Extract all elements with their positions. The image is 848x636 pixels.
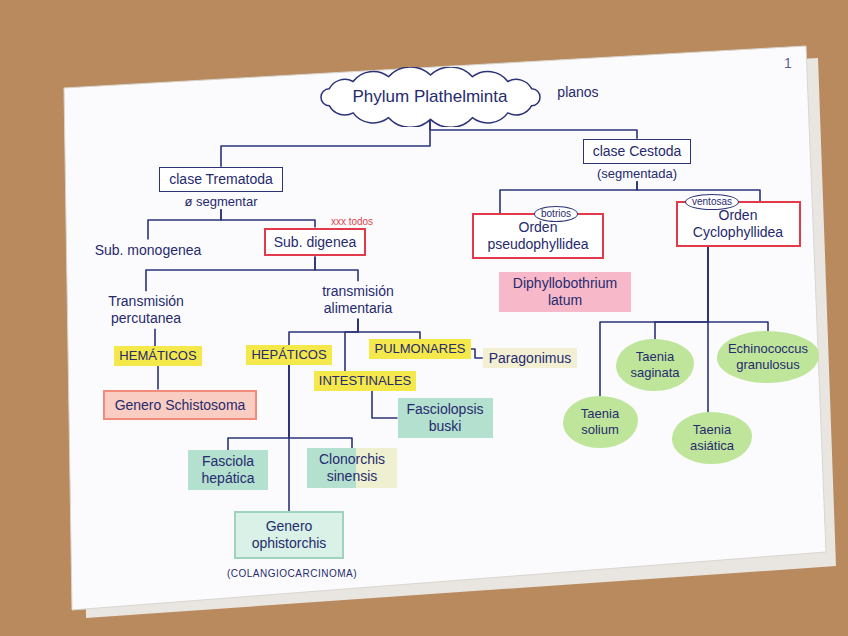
group-highlight: HEMÁTICOS [114, 346, 201, 366]
cloud-node: Phylum Plathelminta [313, 67, 548, 127]
connector-line [288, 365, 290, 511]
genus-highlight: Paragonimus [483, 348, 578, 369]
species-name: Fasciola hepática [188, 450, 268, 490]
note-text: planos [557, 84, 598, 101]
genus-name: Paragonimus [483, 348, 578, 369]
connector-line [358, 319, 420, 339]
subclass-name: Sub. monogenea [93, 240, 204, 261]
genus-name: Genero ophistorchis [234, 511, 344, 559]
page-number: 1 [784, 55, 792, 72]
transmission-label: transmisión alimentaria [311, 281, 405, 319]
connector-line [708, 247, 768, 332]
group-highlight: INTESTINALES [314, 371, 416, 391]
connector-line [655, 247, 708, 340]
node-note: ø segmentar [159, 192, 283, 210]
connector-line [471, 349, 483, 358]
connector-line [315, 256, 358, 281]
genus-name: Genero Schistosoma [103, 390, 258, 421]
species-highlight: Fasciola hepática [188, 450, 268, 490]
species-name: Fasciolopsis buski [398, 398, 493, 438]
group-highlight: PULMONARES [369, 339, 470, 359]
oval-note: botrios [534, 206, 578, 222]
group-name: HEPÁTICOS [246, 345, 331, 365]
species-name: Taenia saginata [616, 339, 694, 390]
phylum-name: Phylum Plathelminta [353, 87, 508, 107]
group-highlight: HEPÁTICOS [246, 345, 331, 365]
species-name: Taenia solium [563, 396, 638, 447]
group-name: PULMONARES [369, 339, 470, 359]
connector-line [148, 209, 221, 239]
subclass-name: Sub. digenea [264, 228, 367, 257]
subclass-box: Sub. digenea [264, 228, 367, 257]
group-name: INTESTINALES [314, 371, 416, 391]
genus-highlight: Diphyllobothrium latum [499, 272, 631, 312]
connector-line [345, 319, 358, 371]
order-name: Orden pseudophyllidea [472, 213, 604, 259]
connector-line [600, 247, 708, 397]
group-name: HEMÁTICOS [114, 346, 201, 366]
genus-name: Diphyllobothrium latum [499, 272, 631, 312]
connector-line [154, 329, 156, 346]
class-box: clase Trematodaø segmentar [159, 167, 283, 209]
species-blob: Echinococcus granulosus [717, 331, 819, 382]
species-blob: Taenia asiática [672, 412, 752, 463]
connector-line [221, 119, 430, 167]
species-name: Taenia asiática [672, 412, 752, 463]
cloud-outline [321, 67, 540, 127]
front-sheet [64, 46, 826, 610]
subclass-label: Sub. monogenea [93, 240, 204, 261]
species-name: Echinococcus granulosus [717, 331, 819, 382]
genus-box: Genero Schistosoma [103, 390, 258, 421]
connector-line [372, 391, 398, 418]
genus-box: Genero ophistorchis [234, 511, 344, 559]
transmission-name: transmisión alimentaria [311, 281, 405, 319]
oval-note: ventosas [685, 194, 739, 210]
species-highlight: Fasciolopsis buski [398, 398, 493, 438]
class-name: clase Trematoda [159, 167, 283, 192]
class-name: clase Cestoda [583, 139, 692, 164]
species-name: Clonorchis sinensis [307, 448, 397, 488]
species-highlight: Clonorchis sinensis [307, 448, 397, 488]
class-box: clase Cestoda(segmentada) [583, 139, 692, 181]
transmission-label: Transmisión percutanea [97, 291, 196, 329]
species-blob: Taenia solium [563, 396, 638, 447]
transmission-name: Transmisión percutanea [97, 291, 196, 329]
note-text: (COLANGIOCARCINOMA) [227, 568, 357, 580]
connector-line [146, 256, 315, 291]
connector-line [221, 209, 315, 227]
connector-line [157, 366, 159, 390]
species-blob: Taenia saginata [616, 339, 694, 390]
order-box: Orden pseudophyllidea [472, 213, 604, 259]
node-note: (segmentada) [583, 164, 692, 182]
note-text: xxx todos [331, 216, 373, 228]
